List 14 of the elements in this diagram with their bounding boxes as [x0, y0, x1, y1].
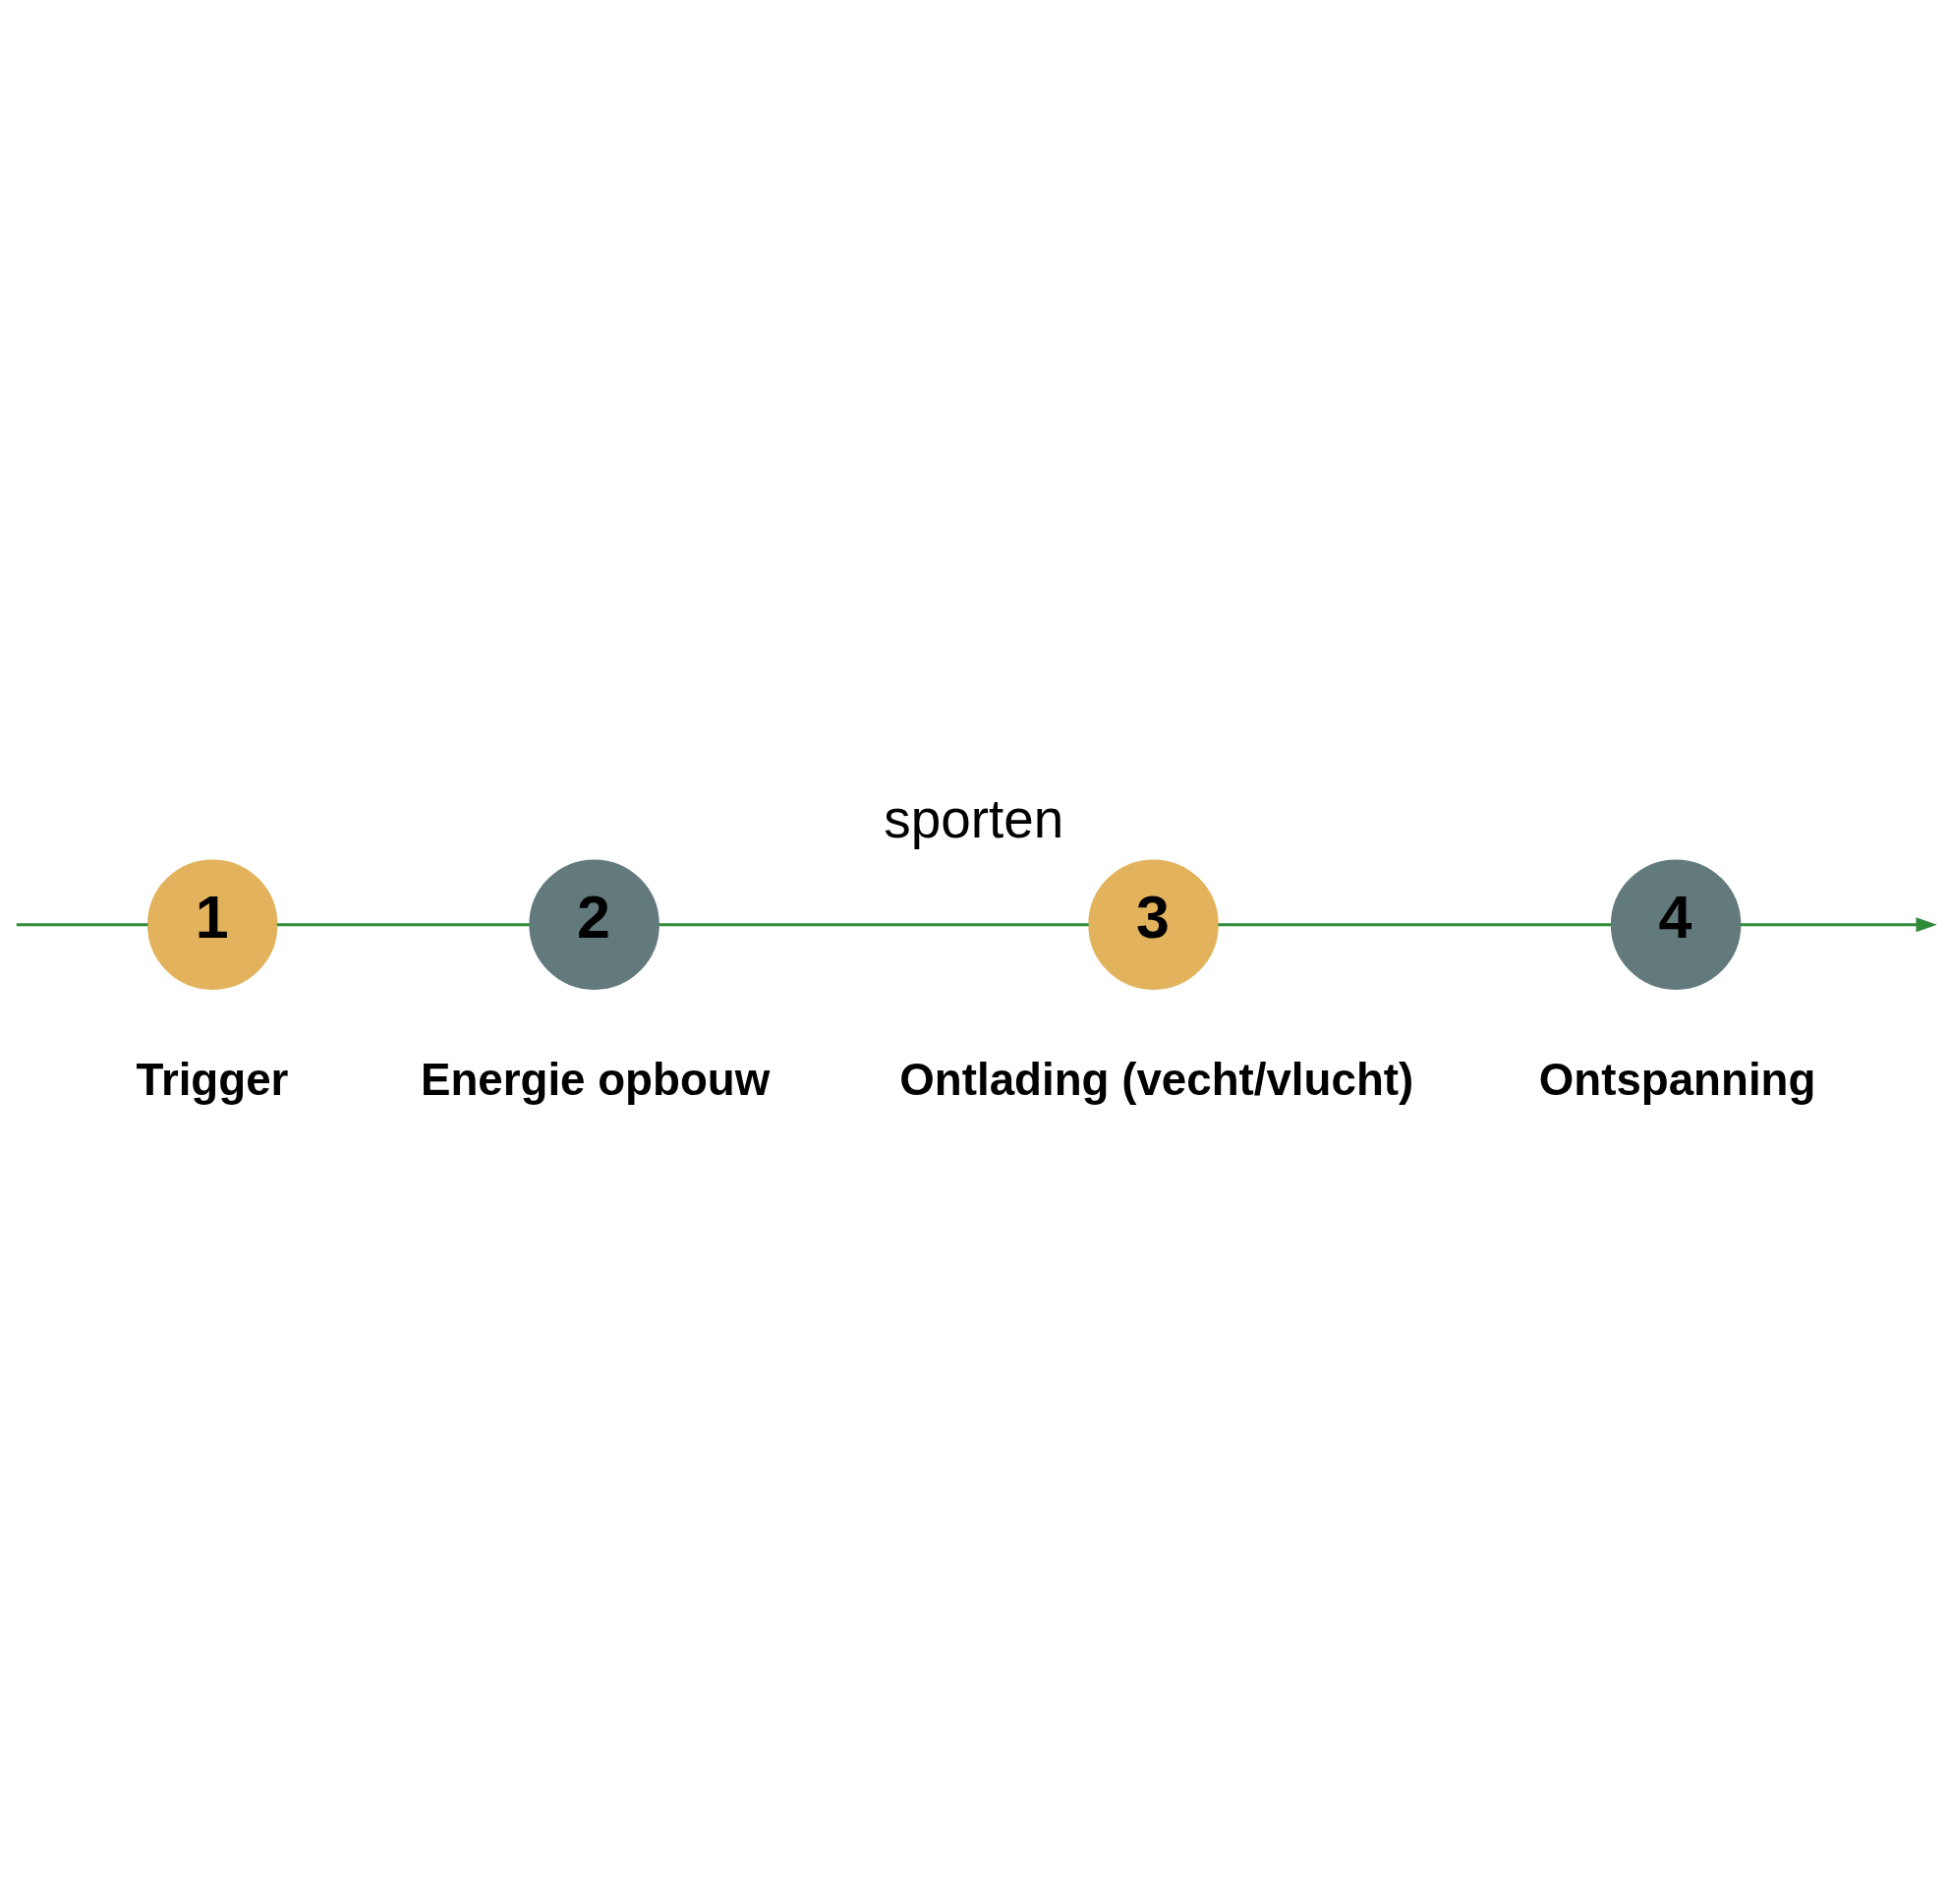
connector [276, 923, 530, 927]
node-label: Ontlading (vecht/vlucht) [899, 1054, 1414, 1105]
diagram-title: sporten [884, 788, 1064, 850]
node-label: Trigger [136, 1054, 289, 1105]
arrow [1740, 917, 1937, 933]
node-label: Ontspanning [1538, 1054, 1816, 1105]
connector [659, 923, 1089, 927]
node-circle: 4 [1610, 859, 1742, 990]
node-circle: 2 [529, 859, 659, 990]
connector [1218, 923, 1612, 927]
connector [16, 923, 148, 927]
node-label: Energie opbouw [420, 1054, 771, 1105]
node-circle: 3 [1088, 859, 1219, 990]
node-circle: 1 [146, 859, 278, 990]
